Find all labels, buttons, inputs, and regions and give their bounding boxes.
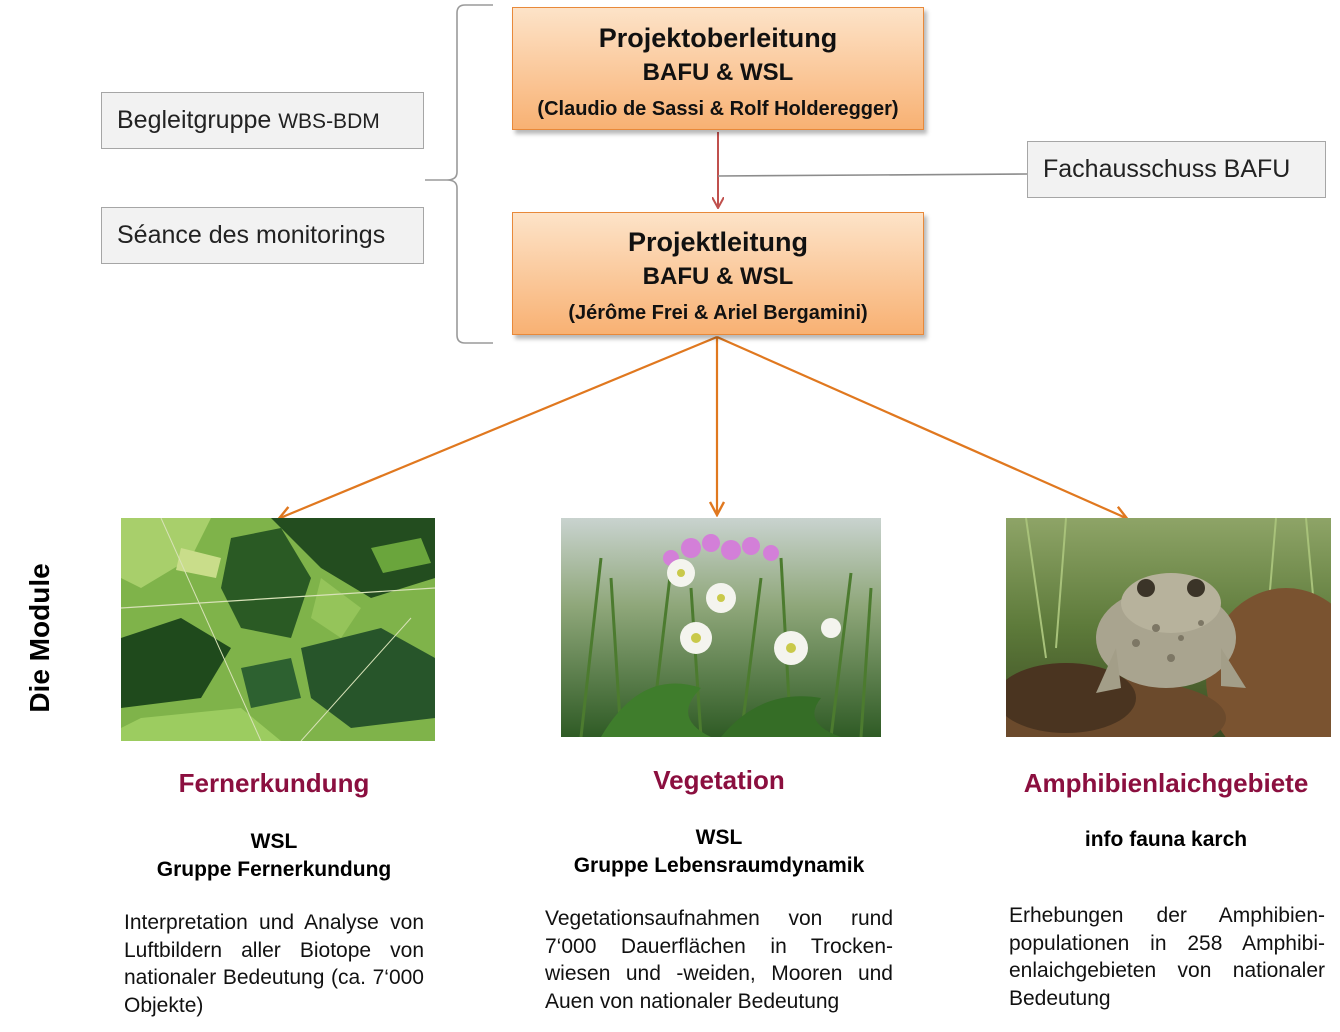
projektoberleitung-title: Projektoberleitung [598, 23, 838, 53]
projektleitung-box: Projektleitung BAFU & WSL (Jérôme Frei &… [512, 212, 924, 335]
aerial-landscape-photo [121, 518, 435, 741]
arrow-to-amphibien [716, 335, 1126, 518]
projektleitung-org: BAFU & WSL [642, 263, 794, 290]
module-title-amphibien: Amphibienlaichgebiete [1023, 768, 1309, 798]
module-title-vegetation: Vegetation [653, 765, 785, 795]
projektleitung-title: Projektleitung [627, 227, 809, 257]
meadow-flowers-photo [561, 518, 881, 737]
begleitgruppe-box: Begleitgruppe WBS-BDM [101, 92, 424, 149]
module-org-line1: WSL [695, 826, 743, 849]
module-org-line1: info fauna karch [1084, 828, 1248, 851]
projektoberleitung-box: Projektoberleitung BAFU & WSL (Claudio d… [512, 7, 924, 130]
module-org-line1: WSL [250, 830, 298, 853]
module-org-vegetation: WSL Gruppe Lebensraumdynamik [545, 824, 893, 880]
fachausschuss-box: Fachausschuss BAFU [1027, 141, 1326, 198]
seance-label: Séance des monitorings [117, 221, 386, 249]
module-description-fernerkundung: Interpretation und Analyse von Luftbilde… [124, 911, 424, 1017]
begleitgruppe-abbrev: WBS-BDM [278, 110, 380, 133]
fachausschuss-connector [717, 173, 1028, 177]
module-org-line2: Gruppe Lebensraumdynamik [573, 854, 865, 877]
grouping-brace [425, 4, 493, 344]
arrow-to-fernerkundung [280, 335, 718, 518]
begleitgruppe-label: Begleitgruppe [117, 106, 279, 134]
module-org-amphibien: info fauna karch [1006, 826, 1326, 854]
seance-box: Séance des monitorings [101, 207, 424, 264]
module-title-fernerkundung: Fernerkundung [178, 768, 370, 798]
fachausschuss-label: Fachausschuss BAFU [1043, 155, 1291, 183]
projektoberleitung-people: (Claudio de Sassi & Rolf Holderegger) [537, 98, 899, 120]
module-org-line2: Gruppe Fernerkundung [156, 858, 392, 881]
module-section-label: Die Module [24, 563, 55, 713]
projektleitung-people: (Jérôme Frei & Ariel Bergamini) [568, 302, 868, 324]
module-description-vegetation: Vegetationsaufnahmen von rund 7‘000 Daue… [545, 907, 893, 1013]
toad-photo [1006, 518, 1331, 737]
module-org-fernerkundung: WSL Gruppe Fernerkundung [121, 828, 427, 884]
module-description-amphibien: Erhebungen der Amphibien-populationen in… [1009, 904, 1325, 1010]
projektoberleitung-org: BAFU & WSL [642, 59, 794, 86]
